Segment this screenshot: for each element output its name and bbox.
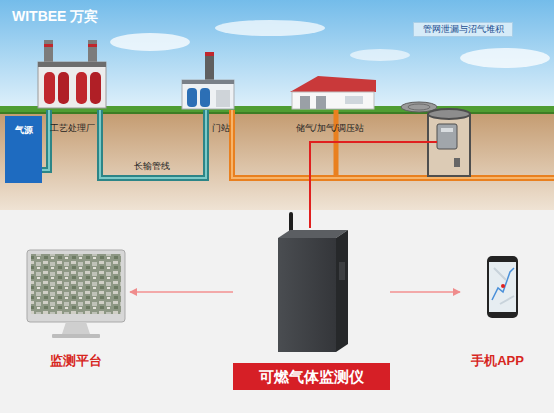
- leader-line: [310, 142, 437, 228]
- gate-station: [200, 88, 210, 107]
- gas-monitor-device: [278, 238, 336, 352]
- long-pipeline: [42, 110, 206, 178]
- phone: [487, 256, 518, 318]
- manhole-well: [401, 102, 470, 176]
- gas-source-tank: 气源: [5, 116, 42, 183]
- sky: [215, 20, 325, 36]
- storage-station: [300, 96, 310, 109]
- distribution-pipe: [232, 110, 554, 178]
- floor: [0, 210, 554, 413]
- sky: [0, 0, 554, 112]
- phone: [487, 256, 518, 318]
- monitor-computer: [27, 250, 125, 322]
- node-text: 可燃气体监测仪: [233, 363, 390, 390]
- sky: [460, 48, 550, 68]
- gate-station: [182, 80, 234, 109]
- distribution-pipe: [232, 110, 554, 178]
- monitoring-platform: 监测平台: [22, 248, 130, 370]
- phone: [489, 262, 516, 312]
- factory: [88, 44, 97, 47]
- monitor-computer: [52, 334, 100, 338]
- soil: [0, 106, 554, 210]
- gate-station: [182, 52, 234, 109]
- manhole-well: [408, 104, 430, 110]
- gas-monitor-device: [278, 230, 348, 238]
- distribution-pipe: [334, 110, 339, 178]
- gas-monitor-device: [278, 212, 348, 352]
- mobile-app: 手机APP: [460, 252, 535, 370]
- sky: [350, 49, 410, 61]
- gate-station: [205, 52, 214, 84]
- factory: [38, 40, 106, 108]
- gas-monitor-device: [336, 230, 348, 352]
- gate-station: [182, 80, 234, 84]
- phone: [501, 284, 505, 288]
- node-text: 管网泄漏与沼气堆积: [414, 23, 512, 36]
- gate-station: [187, 88, 197, 107]
- long-pipeline: [100, 110, 206, 178]
- long-pipeline: [100, 110, 206, 178]
- node-text: 气源: [5, 124, 42, 136]
- storage-station: [316, 96, 326, 109]
- distribution-pipe: [232, 110, 554, 178]
- caption-box: 管网泄漏与沼气堆积: [413, 22, 513, 37]
- factory: [58, 72, 69, 104]
- facility-label: 工艺处理厂: [50, 122, 95, 135]
- storage-station: [290, 76, 376, 92]
- storage-station: [345, 96, 363, 104]
- monitor-computer: [62, 322, 90, 334]
- manhole-well: [441, 128, 453, 132]
- phone: [492, 268, 514, 300]
- gas-monitor-device: [339, 262, 345, 280]
- manhole-well: [428, 114, 470, 176]
- factory: [38, 62, 106, 108]
- monitor-computer: [27, 250, 125, 338]
- gate-station: [216, 90, 230, 107]
- sky: [0, 0, 554, 112]
- long-pipeline: [42, 110, 49, 170]
- facility-label: 门站: [212, 122, 230, 135]
- monitor-computer: [31, 254, 121, 314]
- long-pipeline: [42, 110, 49, 170]
- storage-station: [292, 92, 374, 109]
- data-flow-arrow: [390, 291, 460, 293]
- facility-label: 储气/加气/调压站: [296, 122, 364, 135]
- pipeline-label: 长输管线: [134, 160, 170, 173]
- node-text: 监测平台: [22, 352, 130, 370]
- manhole-well: [437, 124, 457, 149]
- factory: [44, 72, 55, 104]
- soil: [0, 112, 554, 210]
- storage-station: [290, 76, 376, 109]
- manhole-well: [428, 109, 470, 119]
- sky: [110, 33, 190, 51]
- gas-monitor: 可燃气体监测仪: [233, 212, 390, 390]
- factory: [90, 72, 101, 104]
- brand-logo: WITBEE 万宾: [12, 8, 98, 26]
- phone: [494, 268, 514, 304]
- manhole-well: [454, 158, 460, 167]
- factory: [76, 72, 87, 104]
- gate-station: [205, 52, 214, 56]
- data-flow-arrow: [130, 291, 233, 293]
- factory: [44, 44, 53, 47]
- node-text: 手机APP: [460, 352, 535, 370]
- factory: [38, 62, 106, 67]
